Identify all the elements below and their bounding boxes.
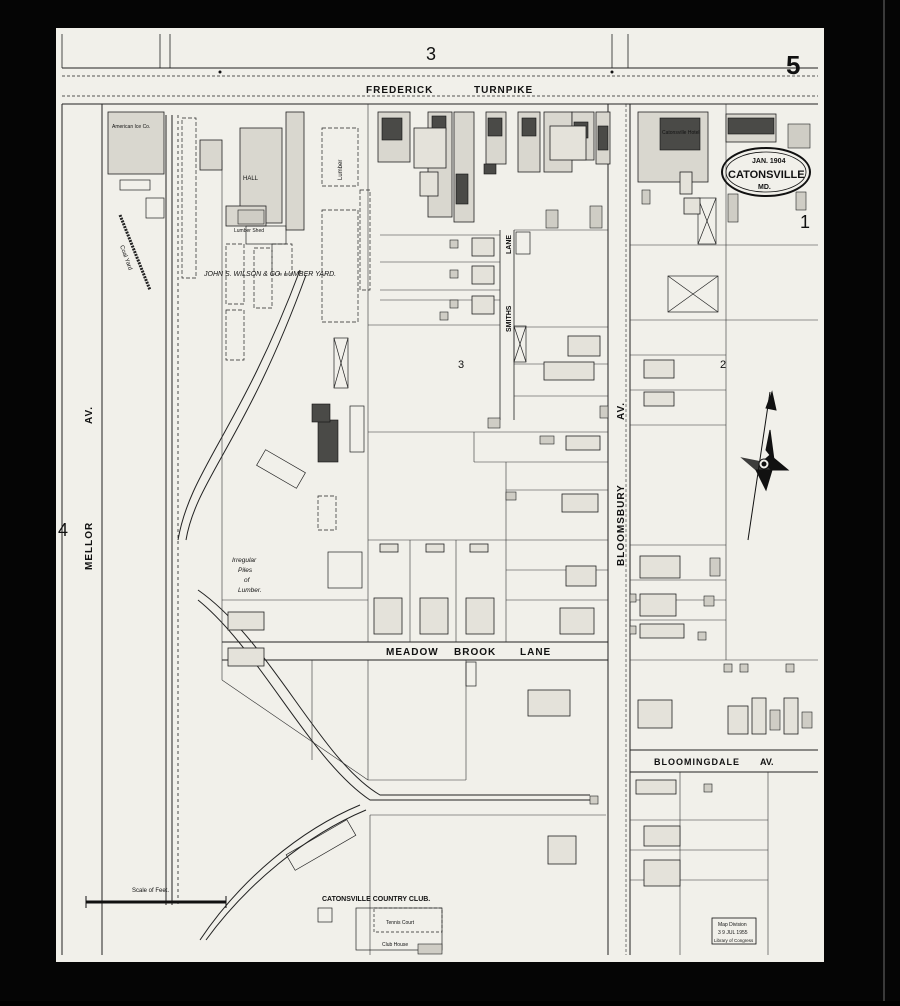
stamp-state: MD. <box>758 184 771 191</box>
street-brook: BROOK <box>454 647 496 658</box>
label-lumber-shed: Lumber Shed <box>234 228 264 234</box>
block-number-2: 2 <box>720 359 726 371</box>
label-lumber: Lumber <box>338 160 344 180</box>
street-mellor: MELLOR <box>84 522 95 570</box>
label-lumber-yard: JOHN S. WILSON & CO. LUMBER YARD. <box>203 271 336 278</box>
street-meadow: MEADOW <box>386 647 439 658</box>
label-hall: HALL <box>243 176 259 182</box>
town-stamp <box>721 147 811 197</box>
label-american-ice: American Ice Co. <box>112 124 150 130</box>
street-bloomingdale-av: AV. <box>760 757 774 767</box>
label-irregular-piles-line1: Irregular <box>232 557 257 564</box>
label-hotel: Catonsville Hotel <box>662 130 700 136</box>
scale-label: Scale of Feet. <box>132 888 169 894</box>
library-stamp-box <box>711 917 757 945</box>
street-bloomingdale: BLOOMINGDALE <box>654 757 740 767</box>
scale-bar <box>85 896 227 908</box>
label-club-house: Club House <box>382 942 408 948</box>
street-turnpike: TURNPIKE <box>474 85 533 96</box>
adjoining-sheet-left: 4 <box>58 520 68 540</box>
street-frederick: FREDERICK <box>366 85 433 96</box>
stamp-town: CATONSVILLE <box>728 169 805 181</box>
library-stamp-line2: 3 9 JUL 1955 <box>718 930 748 936</box>
street-mellor-av: AV. <box>84 406 95 424</box>
stamp-date: JAN. 1904 <box>752 158 786 165</box>
label-irregular-piles-line4: Lumber. <box>238 587 262 594</box>
street-bloomsbury-av: AV. <box>616 402 627 420</box>
library-stamp-line1: Map Division <box>718 922 747 928</box>
adjoining-sheet-top: 3 <box>426 44 436 64</box>
library-stamp-line3: Library of Congress <box>714 938 754 943</box>
compass-rose-icon <box>740 390 790 541</box>
street-smiths-lane: LANE <box>506 235 513 254</box>
street-lane: LANE <box>520 647 551 658</box>
label-country-club: CATONSVILLE COUNTRY CLUB. <box>322 896 430 903</box>
label-tennis-court: Tennis Court <box>386 920 415 926</box>
label-irregular-piles-line3: of <box>244 577 251 584</box>
label-irregular-piles-line2: Piles <box>238 567 253 574</box>
street-bloomsbury: BLOOMSBURY <box>616 484 627 566</box>
adjoining-sheet-right: 1 <box>800 212 810 232</box>
block-number-3: 3 <box>458 359 464 371</box>
sheet-number: 5 <box>786 50 800 80</box>
street-smiths: SMITHS <box>506 305 513 332</box>
